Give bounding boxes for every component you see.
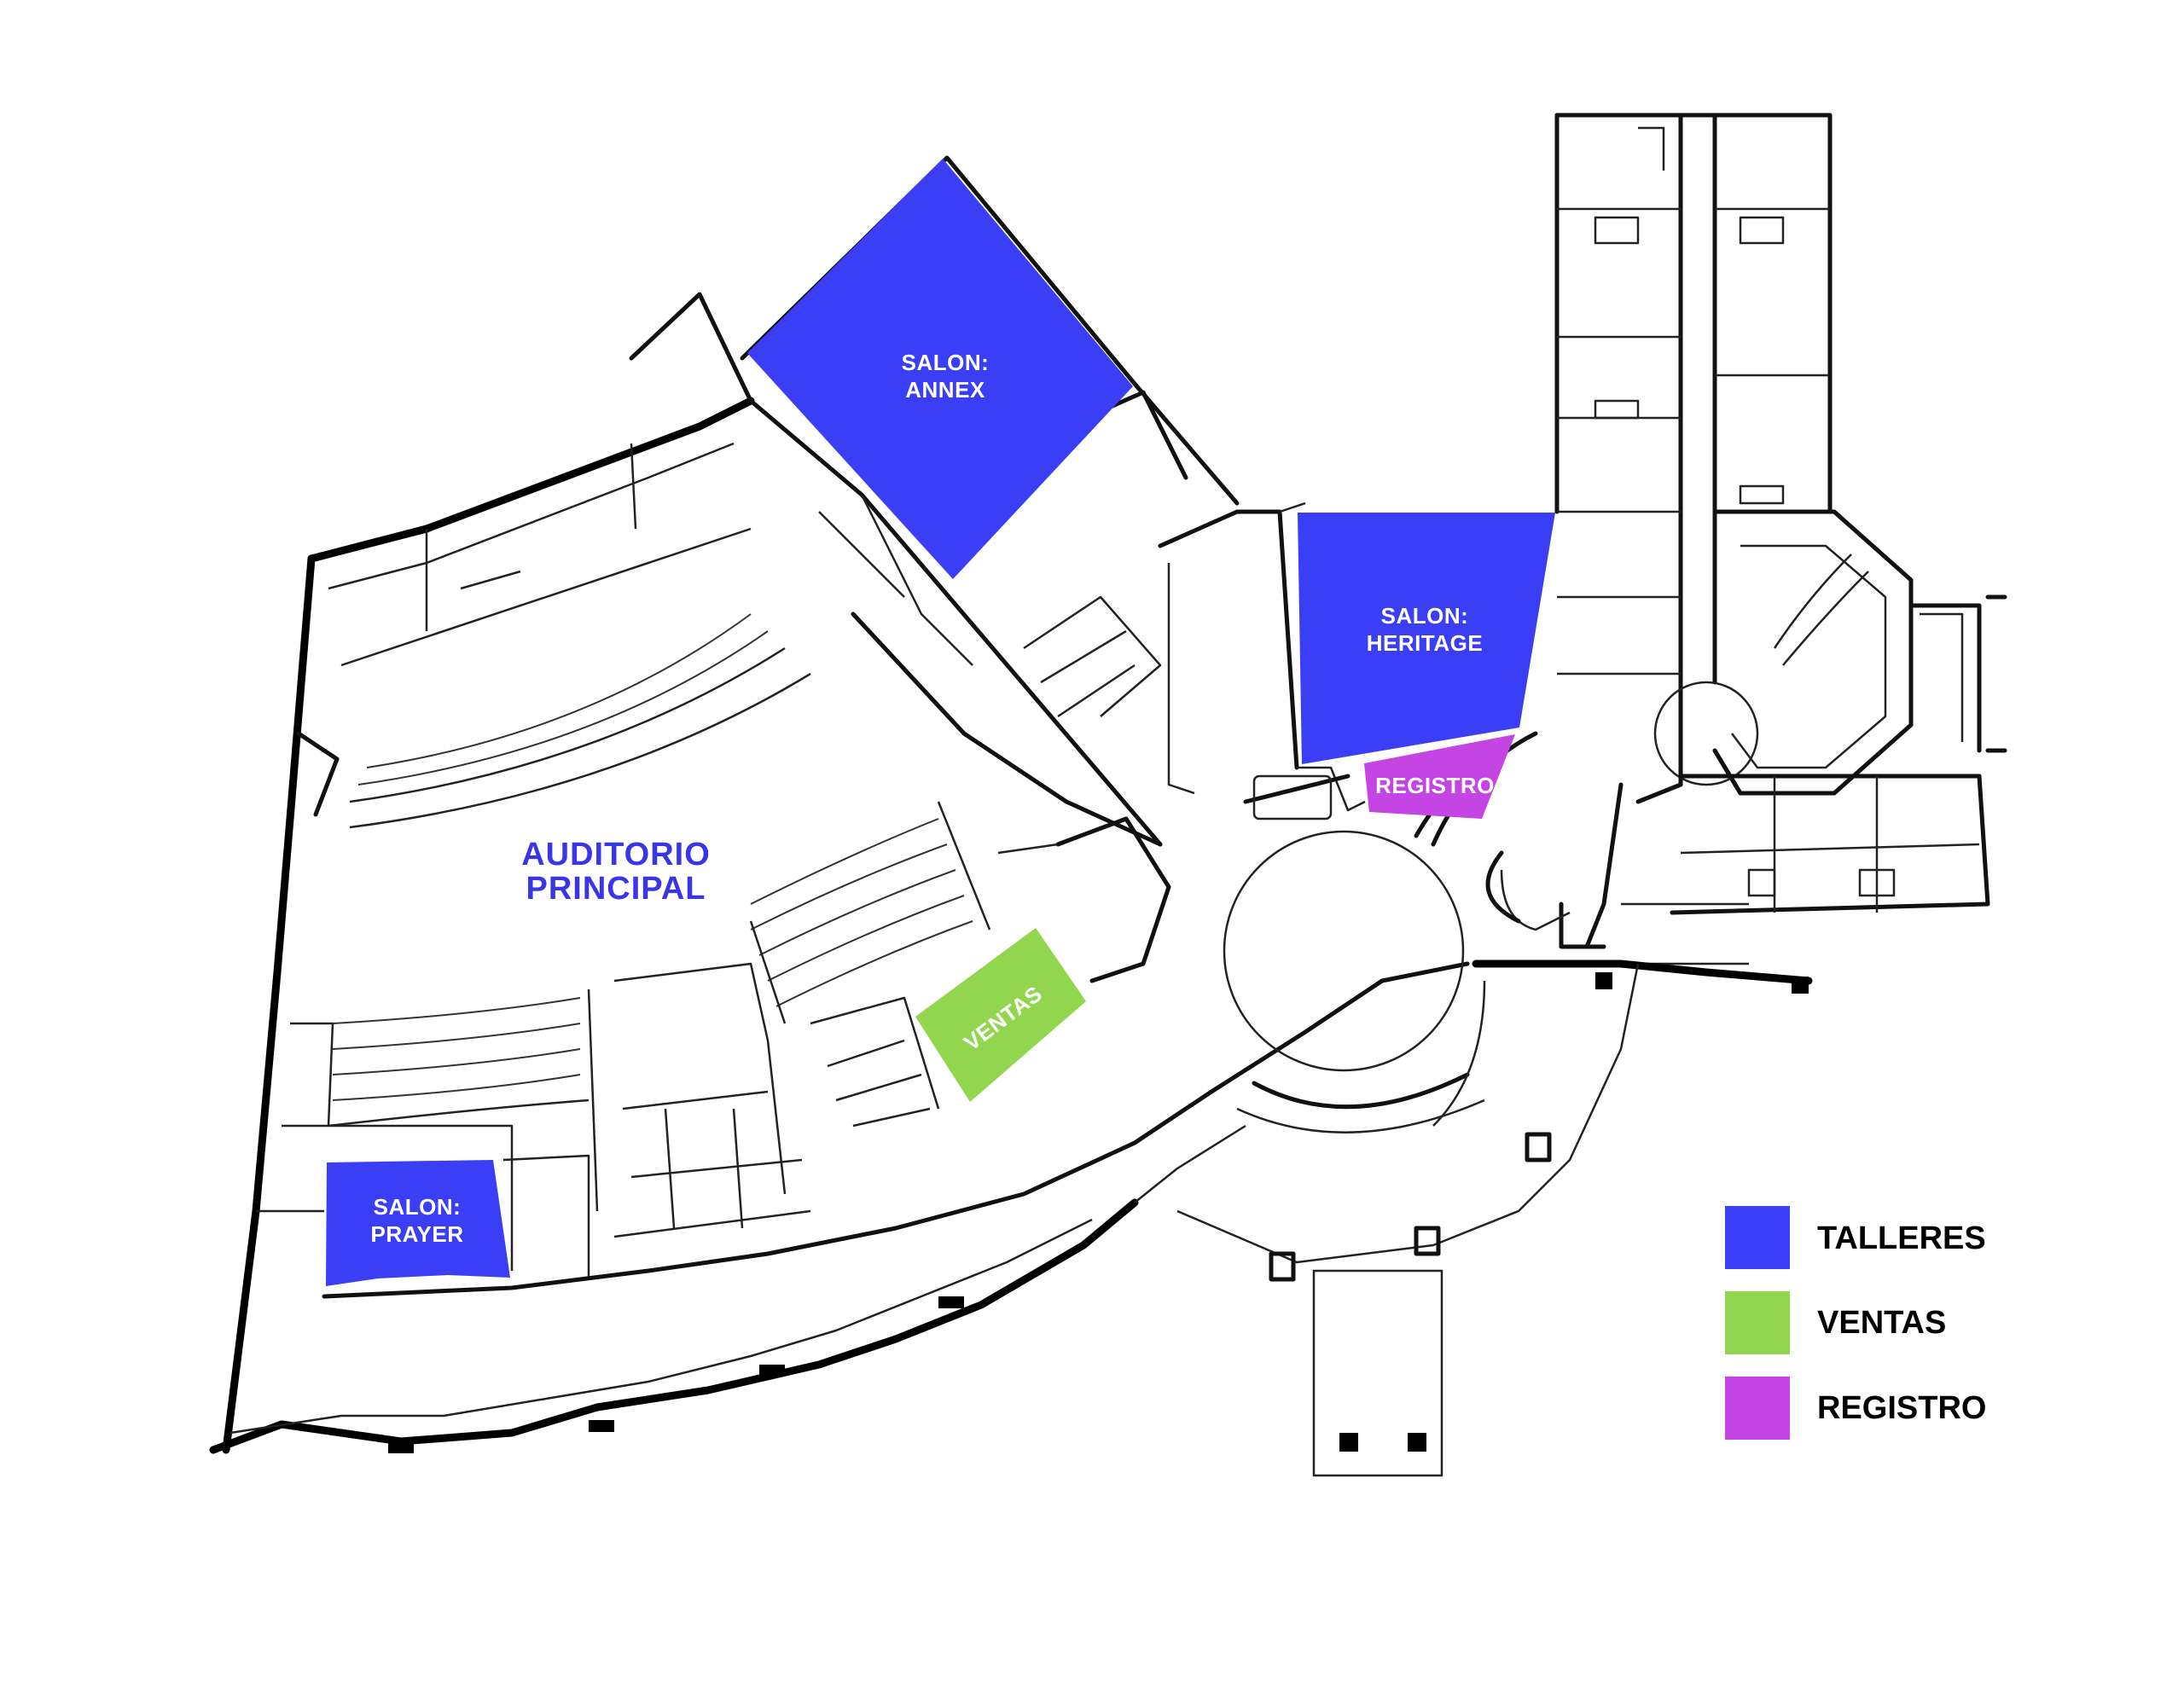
- heritage-label-line2: HERITAGE: [1367, 630, 1483, 656]
- prayer-room[interactable]: [326, 1160, 510, 1286]
- legend-swatch-ventas: [1725, 1291, 1790, 1354]
- rotunda-lobby: [1176, 830, 1640, 1477]
- legend-label-talleres: TALLERES: [1817, 1220, 1986, 1256]
- prayer-label-line2: PRAYER: [371, 1221, 464, 1247]
- annex-label-line2: ANNEX: [905, 377, 985, 403]
- prayer-label-line1: SALON:: [374, 1194, 462, 1220]
- auditorium-building-walls: [222, 397, 1163, 1454]
- registro-label: REGISTRO: [1375, 773, 1495, 798]
- auditorium-label-line1: AUDITORIO: [521, 837, 711, 872]
- map-legend: TALLERES VENTAS REGISTRO: [1725, 1206, 1986, 1440]
- heritage-block-walls: [1158, 501, 1366, 820]
- ventas-area[interactable]: [915, 928, 1086, 1102]
- auditorium-label-line2: PRINCIPAL: [526, 871, 706, 907]
- legend-swatch-registro: [1725, 1377, 1790, 1440]
- annex-label-line1: SALON:: [902, 350, 990, 375]
- heritage-room[interactable]: [1298, 513, 1555, 764]
- room-labels: SALON: ANNEX SALON: HERITAGE SALON: PRAY…: [371, 350, 1495, 1247]
- colored-areas: [326, 159, 1555, 1286]
- south-curved-corridor: [209, 961, 1470, 1454]
- heritage-label-line1: SALON:: [1381, 603, 1469, 629]
- northeast-wing-walls: [1554, 113, 1833, 685]
- registro-area[interactable]: [1364, 734, 1515, 819]
- legend-label-registro: REGISTRO: [1817, 1390, 1986, 1426]
- legend-swatch-talleres: [1725, 1206, 1790, 1269]
- annex-room[interactable]: [747, 159, 1133, 579]
- legend-label-ventas: VENTAS: [1817, 1305, 1946, 1341]
